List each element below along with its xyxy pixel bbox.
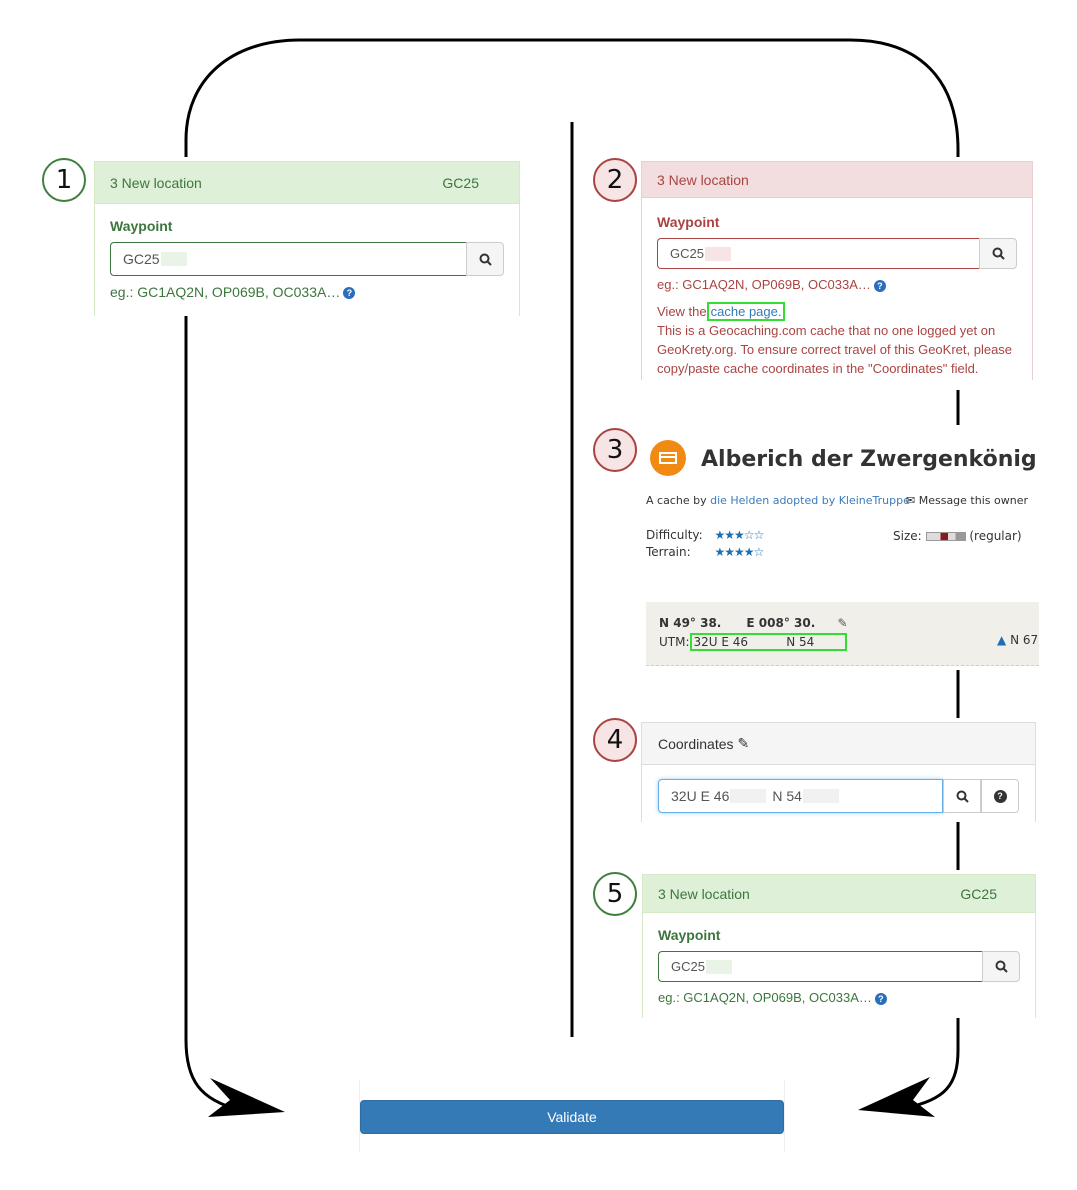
difficulty-label: Difficulty: <box>646 528 703 542</box>
waypoint-input[interactable]: GC25 <box>110 242 466 276</box>
validate-frame-right <box>784 1080 785 1152</box>
warning-text: This is a Geocaching.com cache that no o… <box>657 323 1013 376</box>
help-button[interactable]: ? <box>981 779 1019 813</box>
size-value: (regular) <box>969 529 1022 543</box>
cache-page-link[interactable]: cache page. <box>706 302 786 321</box>
panel-title: 3 New location <box>658 885 750 902</box>
coordinates-input[interactable]: 32U E 46 N 54 <box>658 779 943 813</box>
waypoint-hint: eg.: GC1AQ2N, OP069B, OC033A… <box>657 277 871 292</box>
message-owner-label: Message this owner <box>918 494 1028 507</box>
panel-heading: 3 New location GC25 <box>643 875 1035 913</box>
coordinates-value-b: N 54 <box>772 788 802 804</box>
panel-title: 3 New location <box>110 174 202 191</box>
panel-heading: 3 New location <box>642 162 1032 198</box>
traditional-cache-icon <box>650 440 686 476</box>
coordinates-panel: Coordinates ✎ 32U E 46 N 54 ? <box>641 722 1036 822</box>
cache-title: Alberich der Zwergenkönig <box>701 447 1037 472</box>
by-prefix: A cache by <box>646 494 707 507</box>
envelope-icon: ✉ <box>906 494 916 507</box>
pencil-icon: ✎ <box>737 735 750 751</box>
waypoint-value: GC25 <box>123 251 160 267</box>
waypoint-input[interactable]: GC25 <box>658 951 982 982</box>
step-2-new-location-panel: 3 New location Waypoint GC25 eg.: GC1AQ2… <box>641 161 1033 380</box>
waypoint-label: Waypoint <box>657 214 720 230</box>
heading-value: N 67 <box>1010 633 1039 647</box>
terrain-label: Terrain: <box>646 545 691 559</box>
help-icon[interactable]: ? <box>874 992 887 1005</box>
north-arrow-icon: ▲ <box>997 633 1007 647</box>
heading-readout: ▲ N 67 <box>997 633 1038 647</box>
step-5-badge: 5 <box>593 872 637 916</box>
view-prefix: View the <box>657 304 707 319</box>
help-icon[interactable]: ? <box>343 287 356 300</box>
utm-value-highlight: 32U E 46 N 54 <box>689 633 847 651</box>
terrain-row: Terrain: ★★★★☆ <box>646 545 765 559</box>
step-1-badge: 1 <box>42 158 86 202</box>
cache-owner-line: A cache by die Helden adopted by KleineT… <box>646 494 910 507</box>
waypoint-code: GC25 <box>442 174 479 191</box>
terrain-stars-icon: ★★★★☆ <box>714 545 765 559</box>
size-row: Size: (regular) <box>893 529 1022 543</box>
search-icon <box>479 253 492 266</box>
waypoint-hint: eg.: GC1AQ2N, OP069B, OC033A… <box>658 990 872 1005</box>
search-icon <box>956 790 969 803</box>
top-arc-connector <box>184 38 960 157</box>
pencil-icon[interactable]: ✎ <box>837 616 848 630</box>
waypoint-label: Waypoint <box>110 218 173 234</box>
difficulty-row: Difficulty: ★★★☆☆ <box>646 528 765 542</box>
left-down-connector <box>184 316 241 1112</box>
question-icon: ? <box>993 789 1007 803</box>
search-icon <box>995 960 1008 973</box>
panel-heading: 3 New location GC25 <box>95 162 519 204</box>
right-arrowhead <box>858 1077 935 1117</box>
search-button[interactable] <box>466 242 504 276</box>
utm-label: UTM: <box>659 635 690 649</box>
waypoint-value: GC25 <box>670 246 704 261</box>
coordinates-title: Coordinates <box>658 735 734 752</box>
owner-link[interactable]: die Helden adopted by KleineTruppe <box>710 494 910 507</box>
waypoint-code: GC25 <box>960 885 997 902</box>
step-1-new-location-panel: 3 New location GC25 Waypoint GC25 eg.: G… <box>94 161 520 316</box>
waypoint-hint: eg.: GC1AQ2N, OP069B, OC033A… <box>110 284 341 300</box>
right-down-connector <box>904 1018 960 1110</box>
panel-title: 3 New location <box>657 171 749 188</box>
search-button[interactable] <box>943 779 981 813</box>
waypoint-value: GC25 <box>671 959 705 974</box>
search-icon <box>992 247 1005 260</box>
message-owner[interactable]: ✉ Message this owner <box>906 494 1028 507</box>
coordinates-heading: Coordinates ✎ <box>642 723 1035 765</box>
utm-line: UTM:32U E 46 N 54 <box>659 633 847 651</box>
coords-line: N 49° 38. E 008° 30. ✎ <box>659 616 848 630</box>
step-4-badge: 4 <box>593 718 637 762</box>
step-5-new-location-panel: 3 New location GC25 Waypoint GC25 eg.: G… <box>642 874 1036 1018</box>
step-3-badge: 3 <box>593 428 637 472</box>
size-bar-icon <box>925 532 966 541</box>
help-icon[interactable]: ? <box>873 279 886 292</box>
step-2-badge: 2 <box>593 158 637 202</box>
waypoint-input[interactable]: GC25 <box>657 238 979 269</box>
validate-button[interactable]: Validate <box>360 1100 784 1134</box>
coordinates-value-a: 32U E 46 <box>671 788 730 804</box>
size-label: Size: <box>893 529 922 543</box>
waypoint-label: Waypoint <box>658 927 721 943</box>
left-arrowhead <box>208 1078 285 1117</box>
validate-frame-left <box>359 1080 360 1152</box>
search-button[interactable] <box>982 951 1020 982</box>
coords-text: N 49° 38. E 008° 30. <box>659 616 816 630</box>
difficulty-stars-icon: ★★★☆☆ <box>714 528 765 542</box>
utm-value: 32U E 46 N 54 <box>693 635 815 649</box>
search-button[interactable] <box>979 238 1017 269</box>
